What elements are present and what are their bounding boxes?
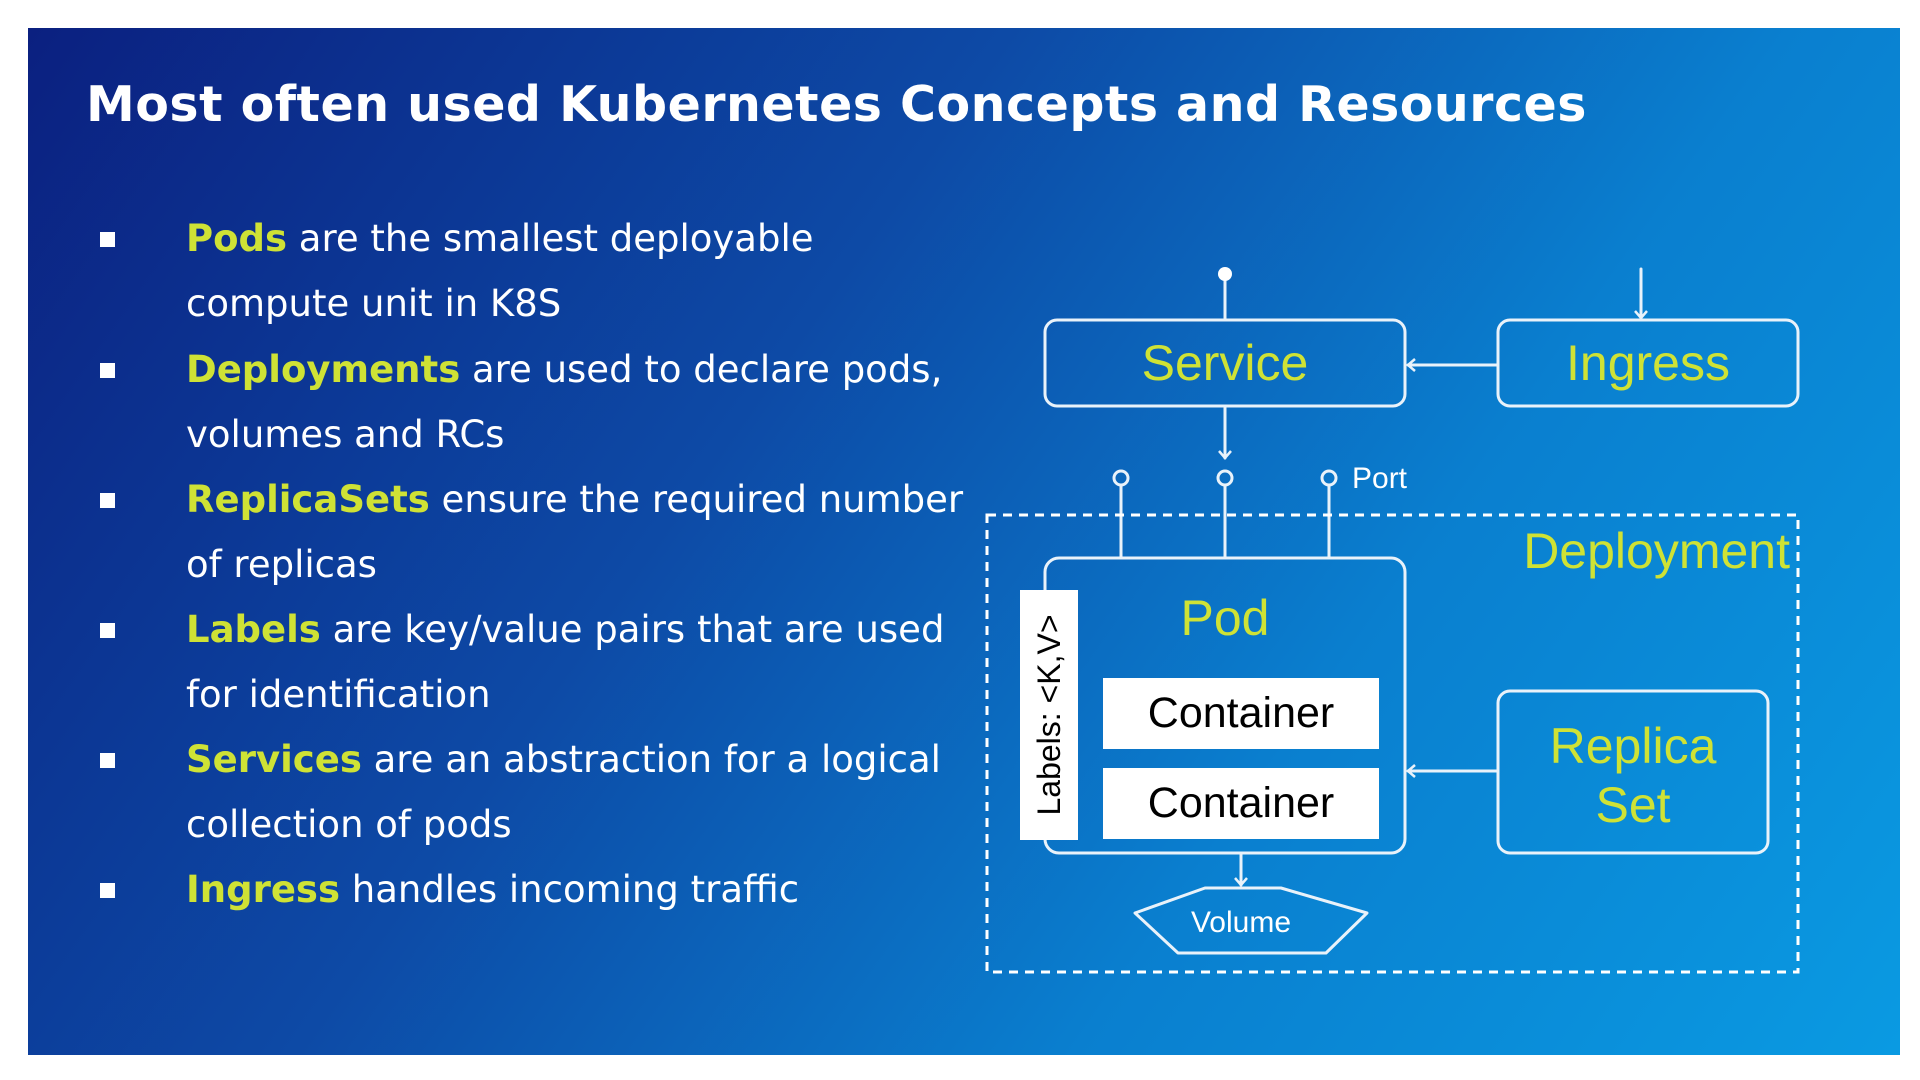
- container-box: [1103, 768, 1379, 839]
- container-box: [1103, 678, 1379, 749]
- bullet-marker: [100, 363, 115, 378]
- bullet-marker: [100, 753, 115, 768]
- pod-label: Pod: [1181, 590, 1270, 646]
- ingress-box: Ingress: [1496, 318, 1800, 408]
- replica-set-box: Replica Set: [1496, 689, 1770, 855]
- bullet-marker: [100, 493, 115, 508]
- pod-box: Pod Container Container: [1043, 556, 1407, 855]
- labels-tag: Labels: <K,V>: [1020, 590, 1078, 840]
- port-connectors: Port: [1112, 462, 1408, 560]
- bullet-description: are key/value pairs that are used for id…: [186, 608, 945, 716]
- labels-tag-label: Labels: <K,V>: [1031, 614, 1067, 815]
- bullet-term: Services: [186, 738, 362, 781]
- bullet-description: are used to declare pods, volumes and RC…: [186, 348, 943, 456]
- slide: Most often used Kubernetes Concepts and …: [28, 28, 1900, 1055]
- deployment-label: Deployment: [1523, 523, 1790, 579]
- ingress-box-border: [1496, 318, 1800, 408]
- bullet-deployments: Deployments are used to declare pods, vo…: [100, 337, 980, 467]
- bullet-pods: Pods are the smallest deployable compute…: [100, 206, 980, 336]
- bullet-description: are an abstraction for a logical collect…: [186, 738, 941, 846]
- bullet-replicasets: ReplicaSets ensure the required number o…: [100, 467, 980, 597]
- service-entry-dot: [1218, 267, 1232, 281]
- bullet-description: ensure the required number of replicas: [186, 478, 964, 586]
- port-circle: [1112, 469, 1130, 487]
- kubernetes-diagram: Service Ingress Port Deployment: [985, 267, 1800, 974]
- bullet-marker: [100, 883, 115, 898]
- bullet-marker: [100, 623, 115, 638]
- replica-set-label-line1: Replica: [1550, 718, 1717, 774]
- bullet-term: ReplicaSets: [186, 478, 430, 521]
- bullet-ingress: Ingress handles incoming traffic: [100, 857, 980, 922]
- bullet-term: Pods: [186, 217, 288, 260]
- container-label: Container: [1148, 689, 1334, 737]
- ingress-label: Ingress: [1566, 335, 1730, 391]
- port-label: Port: [1352, 462, 1408, 495]
- bullet-term: Deployments: [186, 348, 461, 391]
- port-circle: [1216, 469, 1234, 487]
- bullet-list: Pods are the smallest deployable compute…: [28, 28, 988, 1055]
- deployment-box-border: [985, 513, 1800, 974]
- slide-title: Most often used Kubernetes Concepts and …: [86, 76, 1587, 133]
- bullet-term: Labels: [186, 608, 321, 651]
- service-box: Service: [1043, 318, 1407, 408]
- bullet-marker: [100, 232, 115, 247]
- bullet-description: are the smallest deployable compute unit…: [186, 217, 814, 325]
- replica-set-label-line2: Set: [1595, 777, 1670, 833]
- port-circle: [1320, 469, 1338, 487]
- container-label: Container: [1148, 779, 1334, 827]
- bullet-term: Ingress: [186, 868, 340, 911]
- volume-outline: [1133, 886, 1369, 955]
- service-box-border: [1043, 318, 1407, 408]
- deployment-box: Deployment: [985, 513, 1800, 974]
- bullet-services: Services are an abstraction for a logica…: [100, 727, 980, 857]
- bullet-labels: Labels are key/value pairs that are used…: [100, 597, 980, 727]
- service-label: Service: [1142, 335, 1309, 391]
- labels-tag-box: [1020, 590, 1078, 840]
- volume-shape: Volume: [1133, 886, 1369, 955]
- bullet-description: handles incoming traffic: [339, 868, 800, 911]
- volume-label: Volume: [1191, 906, 1291, 939]
